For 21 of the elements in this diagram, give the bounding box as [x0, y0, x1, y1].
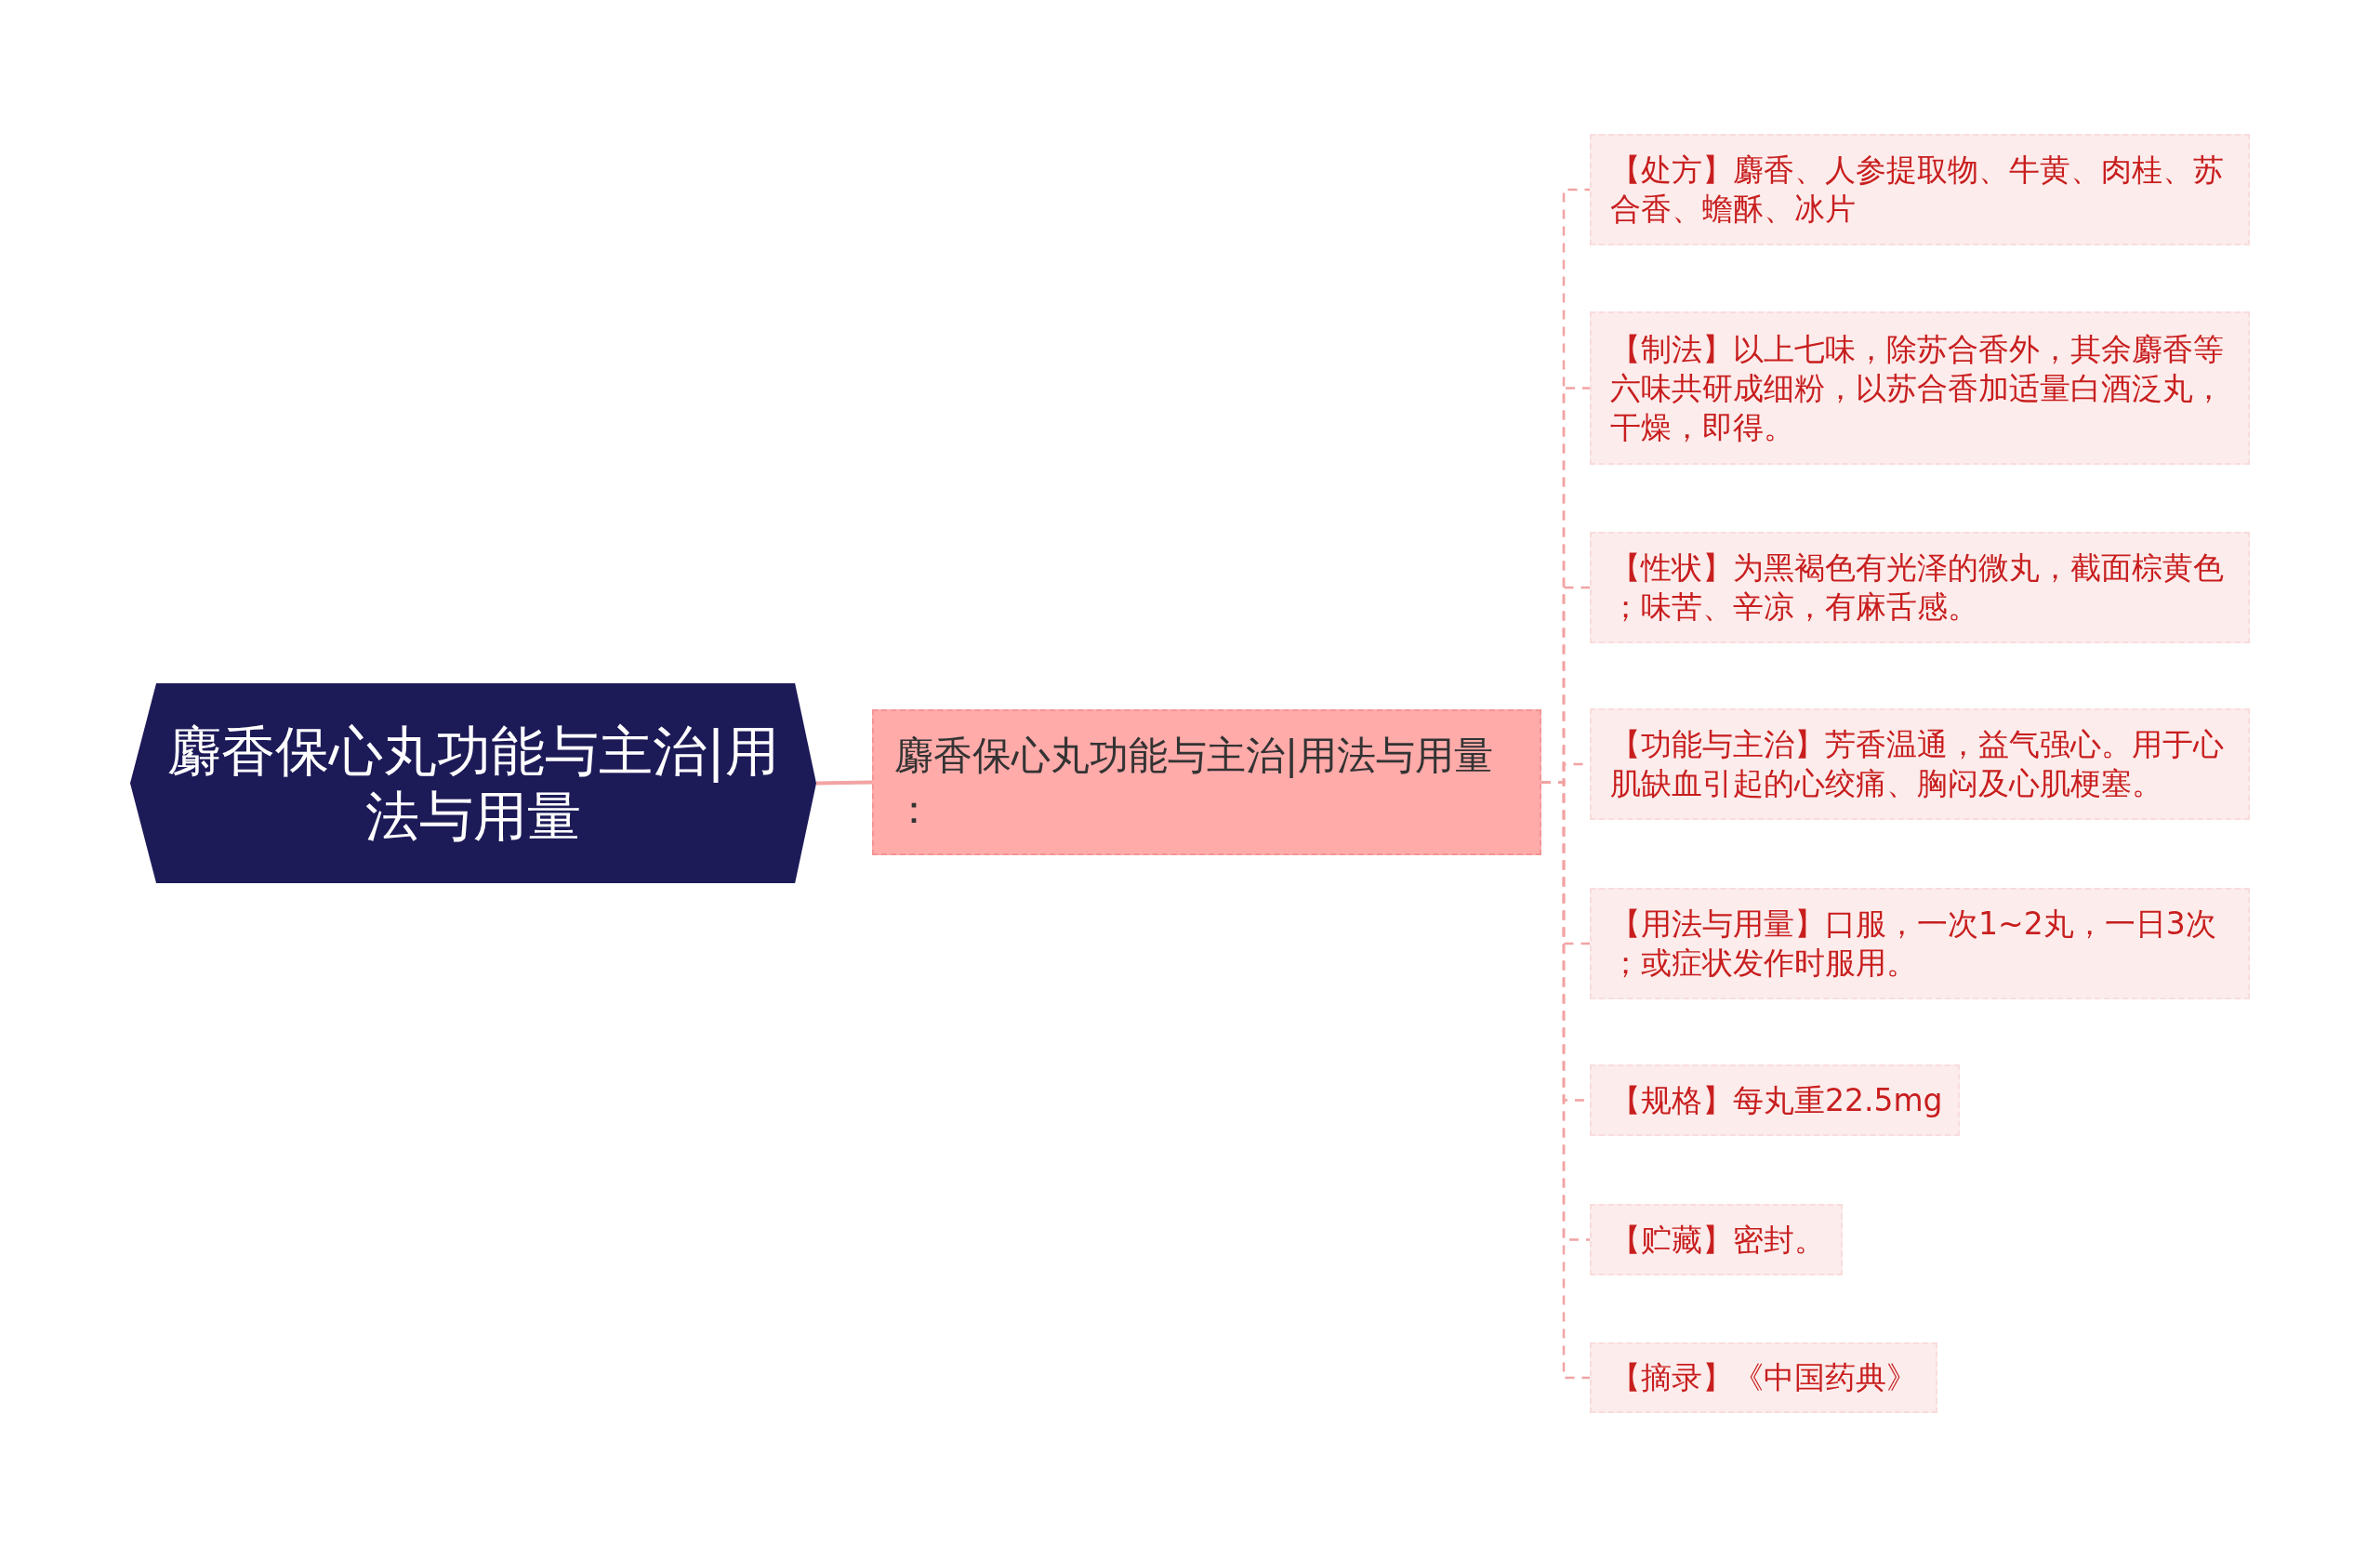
subtopic-box [872, 709, 1541, 855]
detail-box [1590, 134, 2250, 245]
detail-text: 【规格】每丸重22.5mg [1610, 1080, 1943, 1120]
detail-box [1590, 1204, 1843, 1275]
detail-box [1590, 1064, 1960, 1136]
detail-text: 【用法与用量】口服，一次1~2丸，一日3次；或症状发作时服用。 [1610, 905, 2217, 983]
detail-box [1590, 532, 2250, 643]
detail-box [1590, 311, 2250, 465]
detail-text: 【贮藏】密封。 [1610, 1220, 1825, 1260]
connector-line [815, 780, 873, 786]
topic-hexagon [130, 683, 816, 883]
topic-text: 麝香保心丸功能与主治|用法与用量 [167, 718, 779, 849]
detail-box [1590, 708, 2250, 820]
subtopic-text: 麝香保心丸功能与主治|用法与用量： [894, 731, 1495, 834]
detail-text: 【摘录】《中国药典》 [1610, 1358, 1917, 1397]
detail-text: 【处方】麝香、人参提取物、牛黄、肉桂、苏合香、蟾酥、冰片 [1610, 151, 2225, 229]
detail-text: 【性状】为黑褐色有光泽的微丸，截面棕黄色；味苦、辛凉，有麻舌感。 [1610, 548, 2225, 627]
detail-text: 【制法】以上七味，除苏合香外，其余麝香等六味共研成细粉，以苏合香加适量白酒泛丸，干燥，即得。 [1610, 329, 2225, 447]
detail-text: 【功能与主治】芳香温通，益气强心。用于心肌缺血引起的心绞痛、胸闷及心肌梗塞。 [1610, 725, 2225, 803]
detail-box [1590, 1342, 1937, 1413]
detail-box [1590, 888, 2250, 999]
